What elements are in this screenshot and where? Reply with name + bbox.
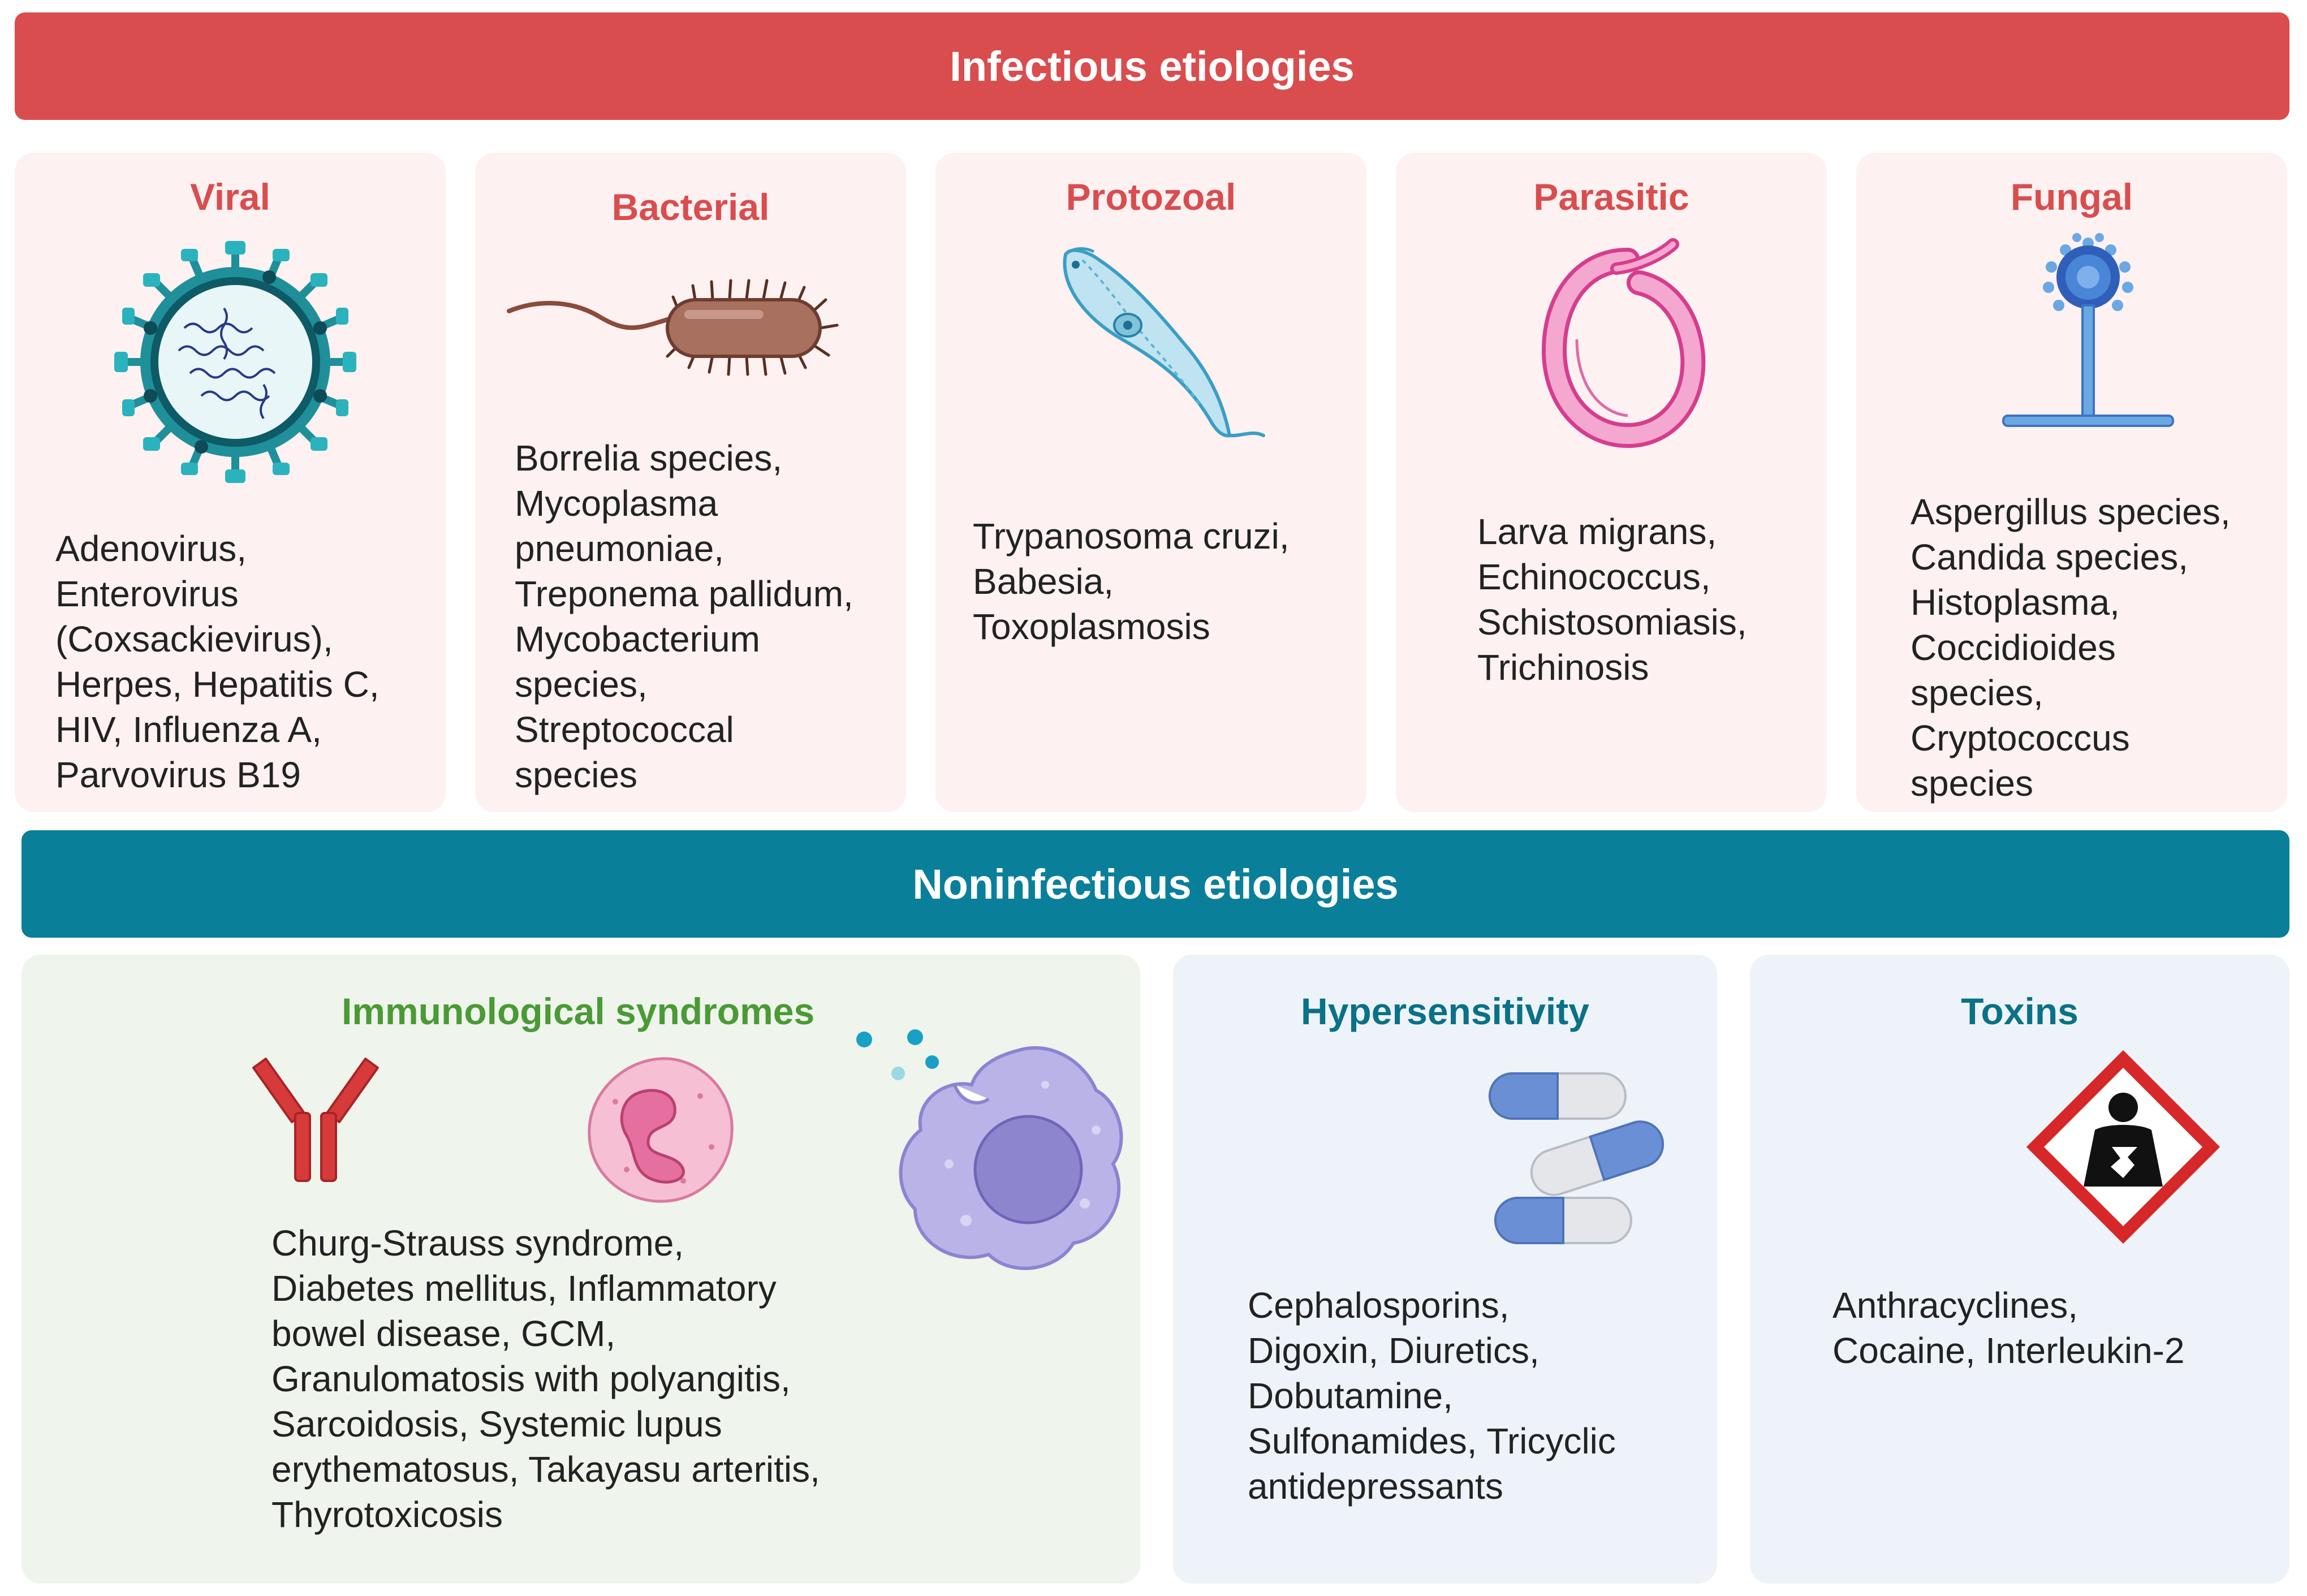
- hypersensitivity-card: Hypersensitivity Cephalosporins, Digoxin…: [1173, 955, 1717, 1584]
- neutrophil-icon: [588, 1057, 734, 1203]
- worm-icon: [1541, 238, 1706, 448]
- immunological-syndromes-title: Immunological syndromes: [342, 990, 815, 1032]
- bacterial-agents: Borrelia species, Mycoplasma pneumoniae,…: [515, 438, 853, 795]
- infectious-etiologies-title: Infectious etiologies: [950, 42, 1355, 90]
- bacterial-card: Bacterial Borrelia species, Mycoplasma p…: [475, 153, 906, 812]
- bacterial-title: Bacterial: [611, 186, 770, 228]
- parasitic-title: Parasitic: [1533, 176, 1689, 218]
- toxins-title: Toxins: [1961, 990, 2079, 1032]
- virus-icon: [114, 241, 356, 483]
- protozoal-agents: Trypanosoma cruzi, Babesia, Toxoplasmosi…: [973, 516, 1290, 647]
- fungus-icon: [2002, 233, 2174, 427]
- immunological-syndromes-card: Immunological syndromes Churg-Strauss sy…: [21, 955, 1140, 1584]
- immunological-syndromes-list: Churg-Strauss syndrome, Diabetes mellitu…: [271, 1223, 820, 1535]
- health-hazard-icon: [2026, 1050, 2220, 1244]
- viral-agents: Adenovirus, Enterovirus (Coxsackievirus)…: [55, 528, 380, 795]
- protozoal-title: Protozoal: [1066, 176, 1236, 218]
- parasitic-agents: Larva migrans, Echinococcus, Schistosomi…: [1477, 511, 1747, 688]
- protozoal-card: Protozoal Trypanosoma cruzi, Babesia, To…: [935, 153, 1366, 812]
- fungal-title: Fungal: [2010, 176, 2133, 218]
- antibody-icon: [252, 1058, 379, 1182]
- hypersensitivity-title: Hypersensitivity: [1301, 990, 1589, 1032]
- parasitic-card: Parasitic Larva migrans, Echinococcus, S…: [1396, 153, 1827, 812]
- bacterium-icon: [507, 279, 839, 376]
- fungal-card: Fungal Aspergillus species, Candida spec…: [1856, 153, 2287, 812]
- toxins-card: Toxins Anthracyclines, Cocaine, Interleu…: [1750, 955, 2289, 1584]
- toxins-list: Anthracyclines, Cocaine, Interleukin-2: [1832, 1285, 2185, 1371]
- noninfectious-etiologies-banner: Noninfectious etiologies: [21, 830, 2289, 938]
- hypersensitivity-drugs: Cephalosporins, Digoxin, Diuretics, Dobu…: [1248, 1285, 1616, 1507]
- fungal-agents: Aspergillus species, Candida species, Hi…: [1911, 491, 2231, 804]
- viral-title: Viral: [190, 176, 270, 218]
- infectious-etiologies-banner: Infectious etiologies: [15, 12, 2289, 120]
- noninfectious-etiologies-title: Noninfectious etiologies: [912, 860, 1399, 908]
- viral-card: Viral: [15, 153, 446, 812]
- capsules-icon: [1489, 1072, 1665, 1244]
- protozoan-icon: [1063, 247, 1265, 438]
- macrophage-icon: [856, 1029, 1123, 1270]
